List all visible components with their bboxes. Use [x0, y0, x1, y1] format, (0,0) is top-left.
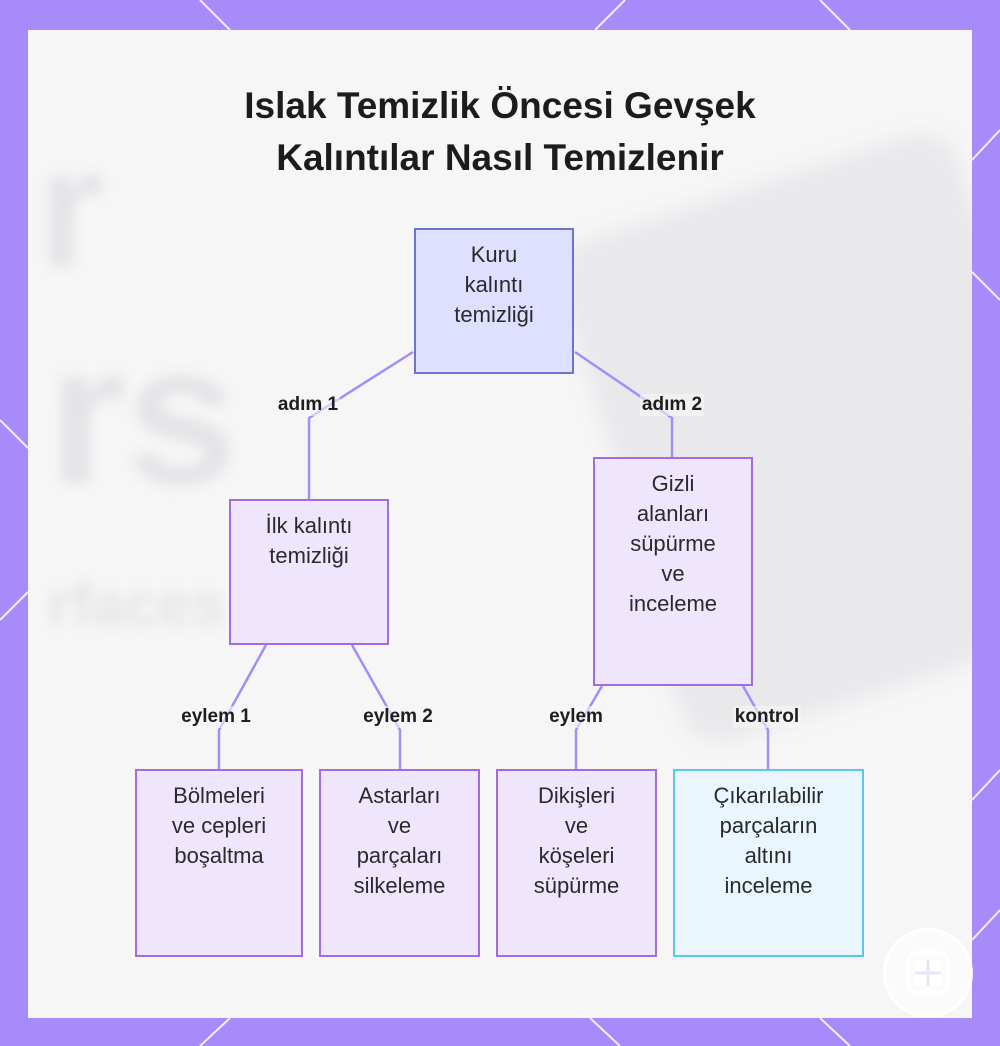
node-label: Kuru kalıntı temizliği: [454, 242, 534, 327]
edge-label-step-1: adım 1: [275, 394, 341, 416]
edge-root-step1: [307, 350, 414, 499]
node-label: Çıkarılabilir parçaların altını inceleme: [713, 783, 824, 898]
node-label: Astarları ve parçaları silkeleme: [353, 783, 446, 898]
node-initial-debris-cleaning: İlk kalıntı temizliği: [229, 499, 389, 645]
background-blur-text: r: [38, 113, 105, 303]
edge-label-action: eylem: [547, 706, 605, 728]
edge-step1-leaf2: [350, 644, 402, 769]
node-dry-debris-cleaning: Kuru kalıntı temizliği: [414, 228, 574, 374]
node-label: Bölmeleri ve cepleri boşaltma: [171, 783, 267, 868]
title-line-1: Islak Temizlik Öncesi Gevşek: [244, 85, 756, 126]
node-inspect-removable-parts: Çıkarılabilir parçaların altını inceleme: [673, 769, 864, 957]
edge-label-action-1: eylem 1: [179, 706, 253, 728]
edge-label-step-2: adım 2: [639, 394, 705, 416]
background-blur-text: rfaces: [48, 571, 225, 638]
edge-step2-leaf4: [741, 685, 770, 769]
node-label: Dikişleri ve köşeleri süpürme: [533, 783, 620, 898]
title-line-2: Kalıntılar Nasıl Temizlenir: [276, 137, 724, 178]
diagram-title: Islak Temizlik Öncesi Gevşek Kalıntılar …: [0, 80, 1000, 184]
background-blur-text: rs: [48, 303, 238, 526]
node-hidden-areas-sweep: Gizli alanları süpürme ve inceleme: [593, 457, 753, 686]
node-sweep-seams: Dikişleri ve köşeleri süpürme: [496, 769, 657, 957]
edge-label-check: kontrol: [732, 706, 802, 728]
node-label: Gizli alanları süpürme ve inceleme: [628, 471, 718, 616]
node-shake-liners: Astarları ve parçaları silkeleme: [319, 769, 480, 957]
node-label: İlk kalıntı temizliği: [265, 513, 353, 568]
edge-step2-leaf3: [574, 685, 604, 769]
edge-step1-leaf1: [217, 644, 268, 769]
grid-logo-icon: [883, 928, 973, 1018]
node-empty-compartments: Bölmeleri ve cepleri boşaltma: [135, 769, 303, 957]
edge-root-step2: [574, 350, 674, 457]
edge-label-action-2: eylem 2: [361, 706, 435, 728]
